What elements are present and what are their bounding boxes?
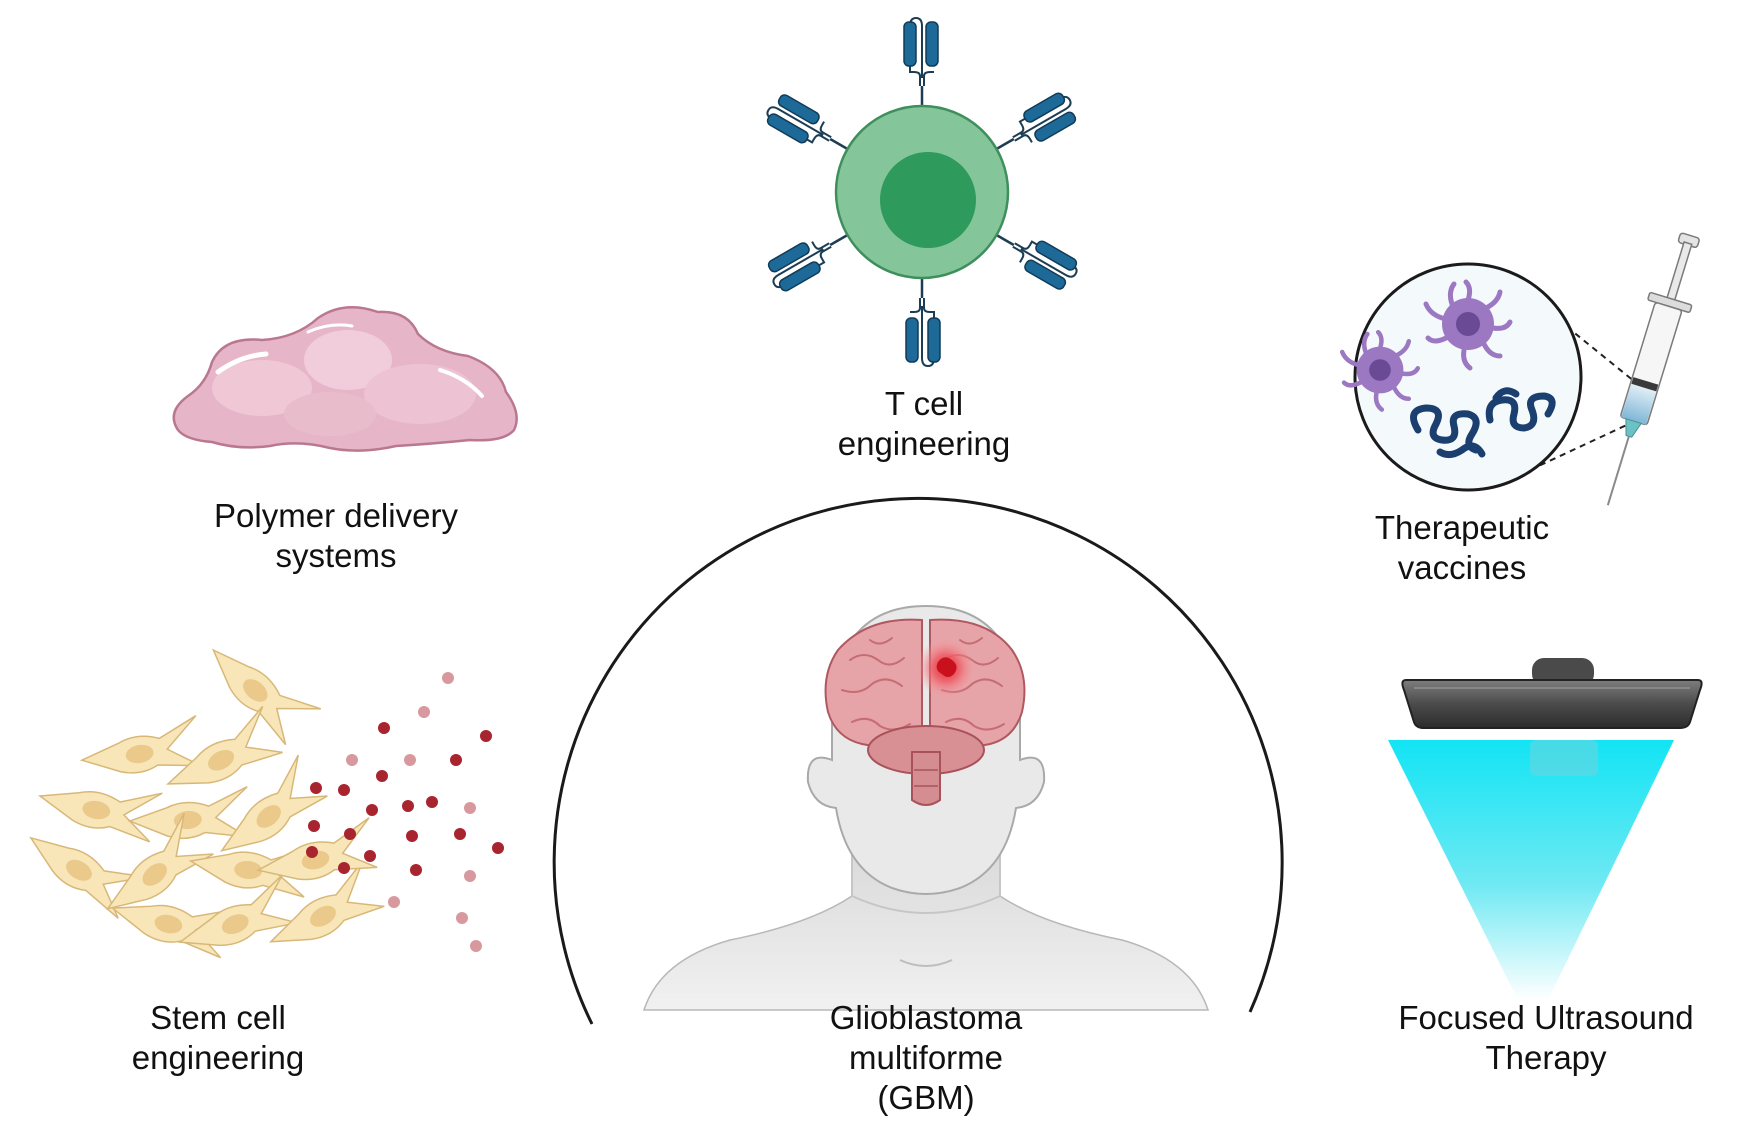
gbm-label-line3: (GBM) — [877, 1079, 975, 1116]
vaccine-syringe-icon — [1342, 232, 1700, 506]
ultrasound-label-line2: Therapy — [1485, 1039, 1607, 1076]
stem-cells-icon — [17, 630, 389, 968]
ultrasound-transducer-icon — [1388, 658, 1703, 1000]
t-cell-icon — [761, 16, 1083, 368]
polymer-label-line1: Polymer delivery — [214, 497, 458, 534]
secreted-particles — [306, 672, 504, 952]
gbm-label-line1: Glioblastoma — [829, 999, 1023, 1036]
stemcell-label: Stem cell engineering — [88, 998, 348, 1078]
ultrasound-label: Focused Ultrasound Therapy — [1366, 998, 1726, 1078]
tcell-label-line1: T cell — [884, 385, 964, 422]
human-head-brain-icon — [642, 604, 1210, 1011]
tcell-label: T cell engineering — [774, 384, 1074, 464]
stemcell-label-line1: Stem cell — [150, 999, 286, 1036]
polymer-label-line2: systems — [275, 537, 397, 574]
vaccines-label: Therapeutic vaccines — [1322, 508, 1602, 588]
polymer-blob-icon — [172, 306, 518, 452]
vaccines-label-line1: Therapeutic — [1374, 509, 1550, 546]
polymer-label: Polymer delivery systems — [176, 496, 496, 576]
gbm-label: Glioblastoma multiforme (GBM) — [776, 998, 1076, 1118]
ultrasound-label-line1: Focused Ultrasound — [1398, 999, 1694, 1036]
vaccines-label-line2: vaccines — [1397, 549, 1527, 586]
stemcell-label-line2: engineering — [131, 1039, 305, 1076]
tcell-label-line2: engineering — [837, 425, 1011, 462]
gbm-label-line2: multiforme — [848, 1039, 1004, 1076]
center-arc — [552, 496, 1284, 1025]
